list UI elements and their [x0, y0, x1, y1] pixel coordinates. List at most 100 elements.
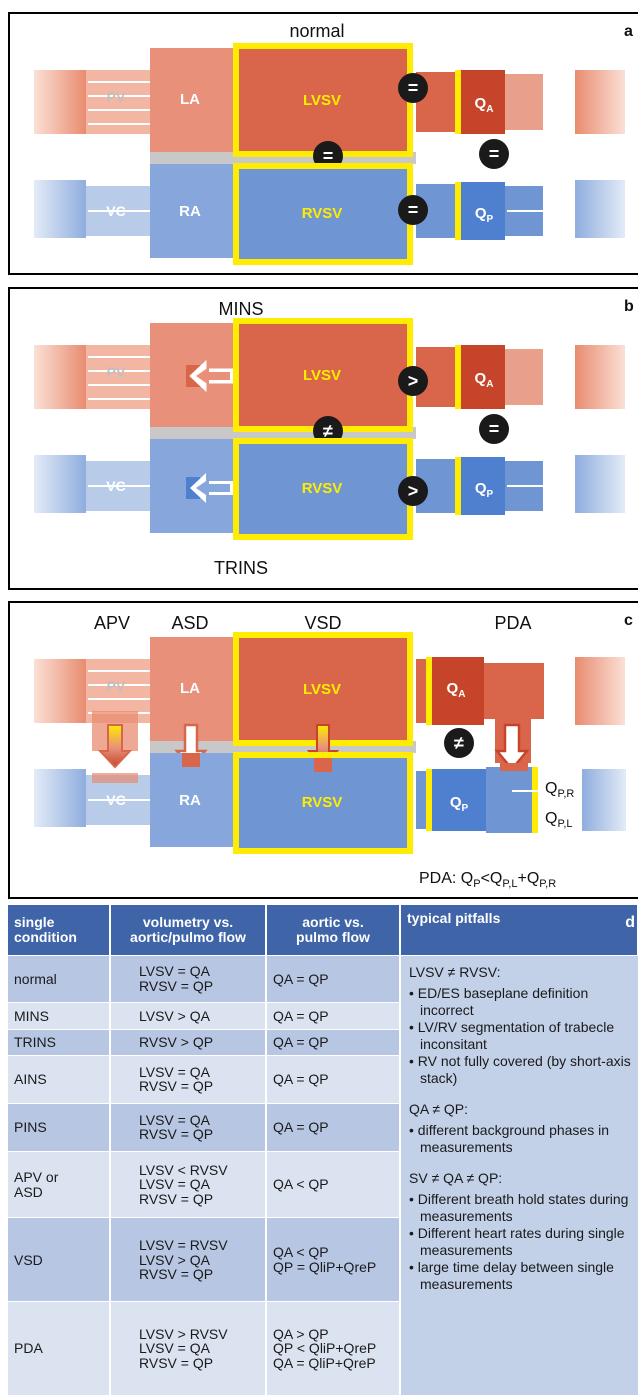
vc-label: VC — [106, 478, 125, 494]
column-label-apv: APV — [94, 613, 130, 633]
pitfall-title: SV ≠ QA ≠ QP: — [409, 1169, 503, 1186]
equal-symbol — [398, 73, 428, 103]
pulmonary-vein-inflow — [34, 345, 86, 409]
volumetry-cell: LVSV = RVSV LVSV > QA RVSV = QP — [110, 1217, 267, 1302]
rvsv-label: RVSV — [302, 205, 343, 222]
volumetry-cell: RVSV > QP — [110, 1028, 267, 1056]
pulmonary-vein-inflow — [34, 659, 86, 723]
pitfall-item: • ED/ES baseplane definition incorrect — [409, 984, 589, 1018]
condition-cell: PDA — [8, 1301, 111, 1395]
qpl-label: QP,L — [545, 810, 573, 830]
column-label-vsd: VSD — [304, 613, 341, 633]
header-volumetry: volumetry vs. aortic/pulmo flow — [110, 905, 267, 955]
pitfall-item: • Different breath hold states during me… — [409, 1190, 629, 1224]
header-flow: aortic vs. pulmo flow — [266, 905, 401, 955]
pitfall-item: • Different heart rates during single me… — [409, 1224, 625, 1258]
qp-label: QP — [475, 480, 494, 500]
panel-a: normal a PV LA LVSV QA = = = VC RA RVSV … — [8, 12, 638, 275]
svg-text:=: = — [323, 146, 334, 166]
right-ventricle — [233, 163, 413, 265]
qa-label: QA — [447, 680, 466, 700]
svg-text:=: = — [489, 419, 500, 439]
vena-cava-inflow — [34, 455, 86, 513]
condition-cell: MINS — [8, 1002, 111, 1030]
svg-text:=: = — [408, 200, 419, 220]
greater-symbol — [398, 476, 428, 506]
volumetry-cell: LVSV = QA RVSV = QP — [110, 1102, 267, 1152]
left-atrium — [150, 48, 234, 152]
aorta-outflow — [575, 70, 625, 134]
condition-cell: normal — [8, 954, 111, 1003]
pitfall-item: • RV not fully covered (by short-axis st… — [409, 1052, 631, 1086]
pitfall-item: • LV/RV segmentation of trabecle inconsi… — [409, 1018, 615, 1052]
pulmonary-valve — [426, 769, 432, 831]
svg-text:=: = — [489, 144, 500, 164]
qpr-label: QP,R — [545, 780, 574, 800]
aorta-distal — [484, 663, 544, 719]
pitfall-item: • large time delay between single measur… — [409, 1258, 614, 1292]
apv-arrow — [97, 724, 133, 769]
panel-letter: c — [624, 612, 633, 629]
pitfall-item: • different background phases in measure… — [409, 1121, 610, 1155]
pulmonary-valve — [455, 182, 461, 240]
condition-cell: PINS — [8, 1102, 111, 1152]
vena-cava-inflow — [34, 180, 86, 238]
not-equal-symbol — [444, 728, 474, 758]
vc-label: VC — [106, 792, 125, 808]
condition-table: single condition volumetry vs. aortic/pu… — [8, 905, 638, 1395]
header-condition: single condition — [8, 905, 111, 955]
bullet-icon: • — [409, 1258, 418, 1275]
flow-cell: QA = QP — [266, 1028, 401, 1056]
aorta-flow — [432, 657, 484, 725]
svg-text:≠: ≠ — [454, 733, 464, 753]
aorta-distal — [505, 349, 543, 405]
equal-symbol — [479, 414, 509, 444]
equal-symbol — [398, 195, 428, 225]
pulmonary-branch-valve — [532, 767, 538, 833]
volumetry-cell: LVSV = QA RVSV = QP — [110, 954, 267, 1003]
column-label-asd: ASD — [171, 613, 208, 633]
bullet-icon: • — [409, 1190, 418, 1207]
qa-label: QA — [475, 370, 494, 390]
aorta-flow — [461, 70, 505, 134]
column-label-pda: PDA — [494, 613, 531, 633]
vena-cava-inflow — [34, 769, 86, 827]
greater-symbol — [398, 366, 428, 396]
left-ventricle — [233, 318, 413, 432]
qp-label: QP — [475, 205, 494, 225]
lvsv-label: LVSV — [303, 367, 341, 384]
flow-cell: QA = QP — [266, 1002, 401, 1030]
aortic-valve — [455, 70, 461, 134]
pulmonary-outflow — [582, 769, 626, 831]
pulmonary-flow — [461, 457, 505, 515]
svg-text:>: > — [408, 481, 419, 501]
qa-label: QA — [475, 95, 494, 115]
ra-label: RA — [179, 203, 201, 220]
bullet-icon: • — [409, 1224, 418, 1241]
la-label: LA — [180, 680, 200, 697]
left-ventricle — [233, 43, 413, 157]
volumetry-cell: LVSV > RVSV LVSV = QA RVSV = QP — [110, 1301, 267, 1395]
svg-text:>: > — [408, 371, 419, 391]
pulmonary-vein-inflow — [34, 70, 86, 134]
vc-label: VC — [106, 203, 125, 219]
panel-title: MINS — [219, 299, 264, 319]
volumetry-cell: LVSV = QA RVSV = QP — [110, 1054, 267, 1104]
flow-cell: QA = QP — [266, 1102, 401, 1152]
panel-title: normal — [289, 21, 344, 41]
volumetry-cell: LVSV < RVSV LVSV = QA RVSV = QP — [110, 1150, 267, 1218]
volumetry-cell: LVSV > QA — [110, 1002, 267, 1030]
ra-label: RA — [179, 792, 201, 809]
pda-formula: PDA: QP<QP,L+QP,R — [419, 870, 556, 890]
bullet-icon: • — [409, 1121, 418, 1138]
pulmonary-outflow — [575, 455, 625, 513]
flow-cell: QA = QP — [266, 1054, 401, 1104]
aorta-flow — [461, 345, 505, 409]
aorta-outflow — [575, 657, 625, 725]
pulmonary-flow — [461, 182, 505, 240]
